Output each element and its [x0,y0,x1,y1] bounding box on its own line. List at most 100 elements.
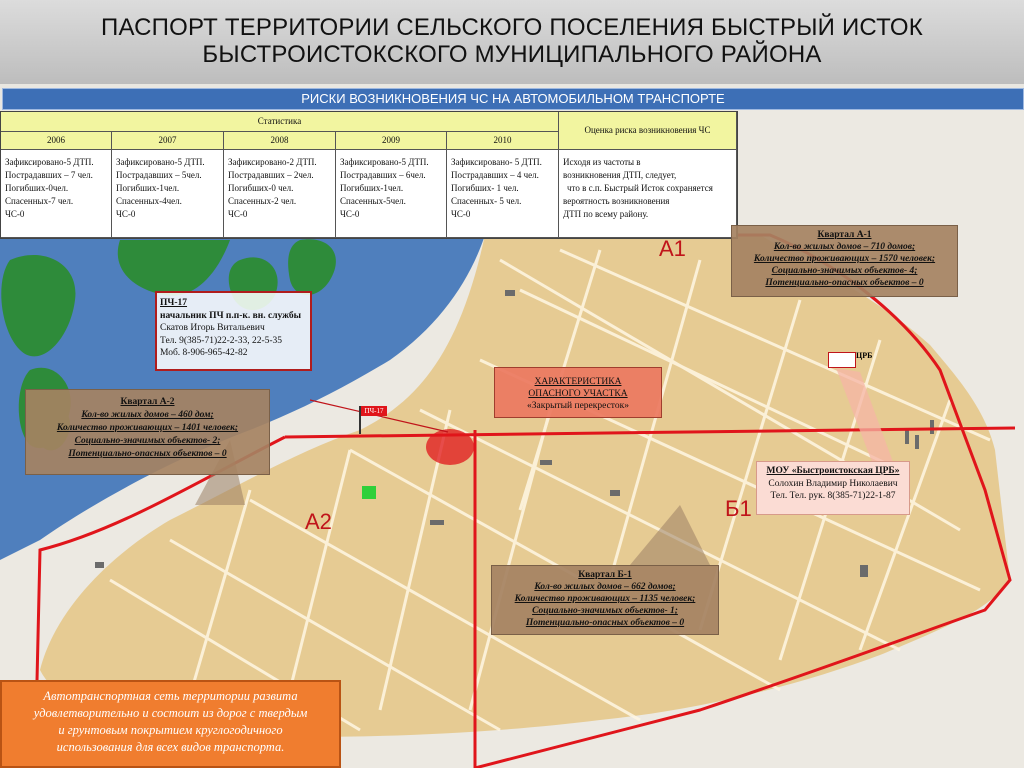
stats-line: Спасенных-7 чел. [5,196,74,206]
quarter-line: Количество проживающих – 1570 человек; [753,254,936,264]
stats-line: Пострадавших – 7 чел. [5,170,93,180]
stats-line: ЧС-0 [228,209,248,219]
hazard-line: ХАРАКТЕРИСТИКА [534,377,622,387]
stats-header: Статистика [1,112,559,132]
stats-line: ЧС-0 [5,209,25,219]
fire-station-box: ПЧ-17 начальник ПЧ п.п-к. вн. службы Ска… [155,291,312,371]
quarter-line: Потенциально-опасных объектов – 0 [68,449,227,459]
stats-line: Погибших-0чел. [5,183,69,193]
stats-line: Пострадавших – 6чел. [340,170,426,180]
hospital-envelope-icon[interactable] [828,352,856,368]
zone-label-b1: Б1 [725,496,752,521]
quarter-a2-title: Квартал А-2 [120,397,175,407]
forest-patch [1,254,76,357]
stats-cell-2009: Зафиксировано-5 ДТП. Пострадавших – 6чел… [336,150,447,238]
note-line: использования для всех видов транспорта. [56,740,285,754]
stats-line: Зафиксировано-5 ДТП. [5,157,94,167]
risk-line: возникновения ДТП, следует, [563,170,677,180]
hospital-box: МОУ «Быстроистокская ЦРБ» Солохин Владим… [756,461,910,515]
stats-line: Спасенных-4чел. [116,196,182,206]
hazard-line: «Закрытый перекресток» [527,401,629,411]
stats-line: Зафиксировано-2 ДТП. [228,157,317,167]
callout-pointer [309,399,449,433]
quarter-line: Количество проживающих – 1135 человек; [514,594,696,604]
quarter-line: Социально-значимых объектов- 2; [74,436,221,446]
hospital-callout [836,368,893,462]
year-header: 2009 [336,132,447,150]
quarter-line: Количество проживающих – 1401 человек; [56,423,239,433]
fire-station-role: начальник ПЧ п.п-к. вн. службы [160,310,302,321]
flag-pole [359,406,361,434]
hazard-box: ХАРАКТЕРИСТИКА ОПАСНОГО УЧАСТКА «Закрыты… [494,367,662,418]
note-line: Автотранспортная сеть территории развита [43,689,298,703]
note-line: и грунтовым покрытием круглогодичного [58,723,283,737]
stats-line: Погибших-1чел. [116,183,180,193]
quarter-b1-callout [630,505,710,565]
stats-line: ЧС-0 [116,209,136,219]
quarter-a1-box: Квартал А-1 Кол-во жилых домов – 710 дом… [731,225,958,297]
year-header: 2010 [447,132,559,150]
stats-cell-2007: Зафиксировано-5 ДТП. Пострадавших – 5чел… [112,150,224,238]
stats-line: Пострадавших – 4 чел. [451,170,539,180]
page-title-line-2: БЫСТРОИСТОКСКОГО МУНИЦИПАЛЬНОГО РАЙОНА [202,41,822,68]
risk-assessment-cell: Исходя из частоты в возникновения ДТП, с… [559,150,737,238]
quarter-line: Социально-значимых объектов- 1; [532,606,678,616]
hazard-line: ОПАСНОГО УЧАСТКА [528,389,628,399]
hospital-marker-label: ЦРБ [856,351,873,360]
hospital-phone: Тел. Тел. рук. 8(385-71)22-1-87 [770,491,896,501]
quarter-line: Социально-значимых объектов- 4; [771,266,918,276]
quarter-line: Кол-во жилых домов – 710 домов; [773,242,916,252]
hazard-intersection [426,429,474,465]
stats-line: Спасенных-2 чел. [228,196,297,206]
flag-label: ПЧ-17 [361,406,387,416]
fire-station-name: Скатов Игорь Витальевич [160,323,265,333]
stats-line: Пострадавших – 2чел. [228,170,314,180]
quarter-line: Потенциально-опасных объектов – 0 [525,618,685,628]
stats-cell-2008: Зафиксировано-2 ДТП. Пострадавших – 2чел… [224,150,336,238]
risk-line: Исходя из частоты в [563,157,641,167]
quarter-line: Кол-во жилых домов – 662 домов; [534,582,676,592]
quarter-line: Кол-во жилых домов – 460 дом; [81,410,214,420]
quarter-a2-box: Квартал А-2 Кол-во жилых домов – 460 дом… [25,389,270,475]
hospital-name: Солохин Владимир Николаевич [768,478,898,489]
stats-line: Погибших- 1 чел. [451,183,519,193]
stats-line: Зафиксировано- 5 ДТП. [451,157,542,167]
risk-header: Оценка риска возникновения ЧС [559,112,737,150]
stats-line: Пострадавших – 5чел. [116,170,202,180]
stats-line: Зафиксировано-5 ДТП. [340,157,429,167]
fire-station-title: ПЧ-17 [160,298,188,308]
forest-patch [288,239,336,295]
risk-line: ДТП по всему району. [563,209,649,219]
quarter-b1-title: Квартал Б-1 [578,570,632,580]
section-banner: РИСКИ ВОЗНИКНОВЕНИЯ ЧС НА АВТОМОБИЛЬНОМ … [2,88,1024,110]
stats-cell-2006: Зафиксировано-5 ДТП. Пострадавших – 7 че… [1,150,112,238]
risk-line: вероятность возникновения [563,196,670,206]
note-line: удовлетворительно и состоит из дорог с т… [33,706,308,720]
stats-line: Погибших-0 чел. [228,183,294,193]
page-title-line-1: ПАСПОРТ ТЕРРИТОРИИ СЕЛЬСКОГО ПОСЕЛЕНИЯ Б… [101,14,923,41]
zone-label-a2: А2 [305,509,332,534]
transport-note: Автотранспортная сеть территории развита… [0,680,341,768]
stats-line: Спасенных-5чел. [340,196,406,206]
stats-line: ЧС-0 [451,209,471,219]
fire-station-phone: Тел. 9(385-71)22-2-33, 22-5-35 [160,335,283,346]
title-bar: ПАСПОРТ ТЕРРИТОРИИ СЕЛЬСКОГО ПОСЕЛЕНИЯ Б… [0,0,1024,84]
fire-station-mobile: Моб. 8-906-965-42-82 [160,348,248,358]
statistics-table: Статистика Оценка риска возникновения ЧС… [0,111,738,239]
zone-label-a1: А1 [659,236,686,261]
quarter-b1-box: Квартал Б-1 Кол-во жилых домов – 662 дом… [491,565,719,635]
forest-patch [117,240,230,296]
hospital-title: МОУ «Быстроистокская ЦРБ» [766,466,900,476]
stats-line: Спасенных- 5 чел. [451,196,522,206]
quarter-a1-title: Квартал А-1 [817,230,872,240]
stats-cell-2010: Зафиксировано- 5 ДТП. Пострадавших – 4 ч… [447,150,559,238]
year-header: 2006 [1,132,112,150]
stats-line: Погибших-1чел. [340,183,404,193]
year-header: 2007 [112,132,224,150]
year-header: 2008 [224,132,336,150]
fire-station-flag[interactable]: ПЧ-17 [357,406,387,436]
risk-line: что в с.п. Быстрый Исток сохраняется [567,183,713,193]
quarter-line: Потенциально-опасных объектов – 0 [765,278,924,288]
urban-area [40,235,1010,737]
stats-line: Зафиксировано-5 ДТП. [116,157,205,167]
